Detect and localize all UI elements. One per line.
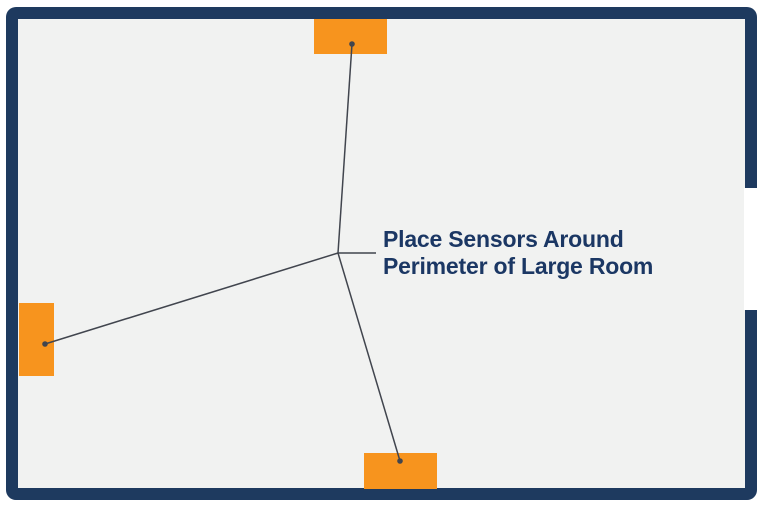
caption-line-1: Place Sensors Around <box>383 226 624 252</box>
sensor-top <box>314 19 387 54</box>
sensor-bottom <box>364 453 437 489</box>
door-opening <box>744 188 763 310</box>
caption-text: Place Sensors Around Perimeter of Large … <box>383 226 653 280</box>
caption-line-2: Perimeter of Large Room <box>383 253 654 279</box>
sensor-left <box>19 303 54 376</box>
